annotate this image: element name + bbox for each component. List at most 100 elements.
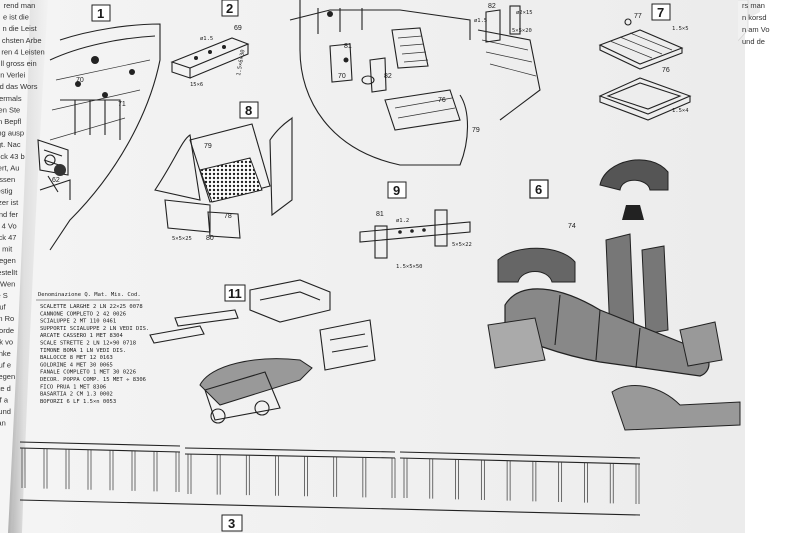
railing-post xyxy=(584,462,588,503)
dim-label: 5×5×22 xyxy=(452,242,472,248)
right-fragment: n am Vo xyxy=(742,25,770,34)
dim-label: 1.5×5×50 xyxy=(396,264,423,270)
left-page-fragment: ung und xyxy=(0,407,11,416)
table-row: BASARTIA 2 CM 1.3 0002 xyxy=(40,392,113,398)
dim-label: 1.5×4 xyxy=(672,108,689,114)
drawing-8-grating: 8 79 78 80 5×5×25 xyxy=(154,101,293,242)
left-page-fragment: 63 kan xyxy=(0,419,6,428)
railing-drawings: 3 xyxy=(19,441,641,532)
railing-post xyxy=(362,457,367,498)
table-row: FICO PRUA 1 MET 8306 xyxy=(40,384,106,390)
left-page-fragment: S4 legen xyxy=(0,372,15,381)
box-number-2: 2 xyxy=(226,1,233,16)
railing-post xyxy=(429,458,434,499)
part-label-76b: 76 xyxy=(662,67,670,74)
left-page-fragment: ren 4 Leisten xyxy=(1,47,44,56)
drawing-quarterdeck: 81 70 82 76 79 xyxy=(289,0,541,166)
drawing-9-bitts: 9 81 ø1.2 5×5×22 1.5×5×50 xyxy=(359,181,472,270)
parts-table: Denominazione Q. Mat. Mis. Cod. SCALETTE… xyxy=(36,292,149,405)
dim-label: 15×6 xyxy=(190,82,203,88)
railing-post xyxy=(480,460,485,500)
box-number-8: 8 xyxy=(245,103,252,118)
dim-label: ø2×15 xyxy=(516,10,533,16)
left-page-fragment: deck vo xyxy=(0,337,13,346)
table-row: GOLDRINE 4 MET 30 0065 xyxy=(40,362,113,368)
main-page xyxy=(12,0,738,533)
left-page-fragment: rend man xyxy=(4,1,36,10)
railing-post xyxy=(558,462,563,502)
left-page-fragment: festig xyxy=(0,187,12,196)
dim-label: ø1.5 xyxy=(474,18,487,24)
left-page-fragment: ch Wen xyxy=(0,279,15,288)
left-page-fragment: 6. auf e xyxy=(0,361,11,370)
drawing-7-frames: 7 77 1.5×5 76 1.5×4 xyxy=(598,3,692,121)
table-row: BOFORZI 6 LF 1.5×n 0053 xyxy=(40,399,116,405)
table-row: CANNONE COMPLETO 2 42 0026 xyxy=(40,311,126,317)
part-label-69: 69 xyxy=(234,25,242,32)
railing-post xyxy=(153,451,158,492)
right-edge-text: rs man n korsd n am Vo und de xyxy=(742,1,770,46)
part-label-70: 70 xyxy=(76,77,84,84)
table-row: BALLOCCE 8 MET 12 0163 xyxy=(40,355,113,361)
drawing-82-post: 82 ø1.5 ø2×15 5×5×20 xyxy=(474,3,533,43)
table-row: SCALE STRETTE 2 LN 12×90 0718 xyxy=(40,341,136,347)
table-row: FANALE COMPLETO 1 MET 30 0226 xyxy=(40,370,136,376)
box-number-11: 11 xyxy=(228,286,242,301)
railing-post xyxy=(304,456,308,497)
dim-label: 1.5×6×30 xyxy=(236,49,247,76)
box-number-7: 7 xyxy=(657,5,664,20)
railing-post xyxy=(187,454,192,494)
left-page-fragment: schiff a xyxy=(0,395,9,404)
part-label-70b: 70 xyxy=(338,73,346,80)
part-label-80: 80 xyxy=(206,235,214,242)
railing-post xyxy=(333,456,338,497)
part-label-71: 71 xyxy=(118,101,126,108)
left-page xyxy=(0,0,48,533)
railing-post xyxy=(131,450,136,491)
left-page-fragment: d das Wors xyxy=(0,82,38,91)
dim-label: ø1.5 xyxy=(200,36,213,42)
left-page-fragment: n Verlei xyxy=(0,71,25,80)
railing-post xyxy=(87,449,92,490)
railing-post xyxy=(65,449,70,490)
table-header: Denominazione Q. Mat. Mis. Cod. xyxy=(38,292,141,298)
left-page-fragment: e Linke xyxy=(0,349,11,358)
right-fragment: und de xyxy=(742,37,765,46)
left-page-fragment: Hälfte d xyxy=(0,384,11,393)
part-label-77: 77 xyxy=(634,13,642,20)
left-page-fragment: tück 47 xyxy=(0,233,16,242)
table-row: TIMONE BOMA 1 LN VEDI DIS. xyxy=(40,348,126,354)
dim-label: 5×5×25 xyxy=(172,236,192,242)
railing-post xyxy=(609,463,614,504)
box-number-3: 3 xyxy=(228,516,235,531)
table-row: DECOR. POPPA COMP. 15 MET ÷ 8306 xyxy=(40,377,146,383)
left-page-fragment: ur 4 Vo xyxy=(0,221,17,230)
dim-label: ø1.2 xyxy=(396,218,409,224)
left-page-fragment: fert, Au xyxy=(0,163,19,172)
left-page-fragment: en mit xyxy=(0,245,13,254)
left-page-fragment: ng ausp xyxy=(0,129,24,138)
dim-label: 5×5×20 xyxy=(512,28,532,34)
part-label-81: 81 xyxy=(344,43,352,50)
left-page-fragment: ll gross ein xyxy=(1,59,37,68)
part-label-74: 74 xyxy=(568,223,576,230)
left-page-fragment: e ist die xyxy=(3,13,29,22)
left-page-fragment: ück 43 b xyxy=(0,152,25,161)
box-number-9: 9 xyxy=(393,183,400,198)
railing-post xyxy=(21,448,26,488)
railing-post xyxy=(391,458,396,498)
railing-post xyxy=(109,450,114,491)
railing-post xyxy=(403,458,408,498)
table-row: ARCATE CASSERO 1 MET 8304 xyxy=(40,333,123,339)
left-page-fragment: en Ste xyxy=(0,105,20,114)
left-page-fragment: nzer ist xyxy=(0,198,19,207)
railing-post xyxy=(216,454,221,495)
railing-post xyxy=(43,448,48,489)
left-page-fragment: ermals xyxy=(0,94,22,103)
left-page-fragment: Die S xyxy=(0,291,8,300)
part-label-82-top: 82 xyxy=(488,3,496,10)
left-page-fragment: chsten Arbe xyxy=(2,36,42,45)
